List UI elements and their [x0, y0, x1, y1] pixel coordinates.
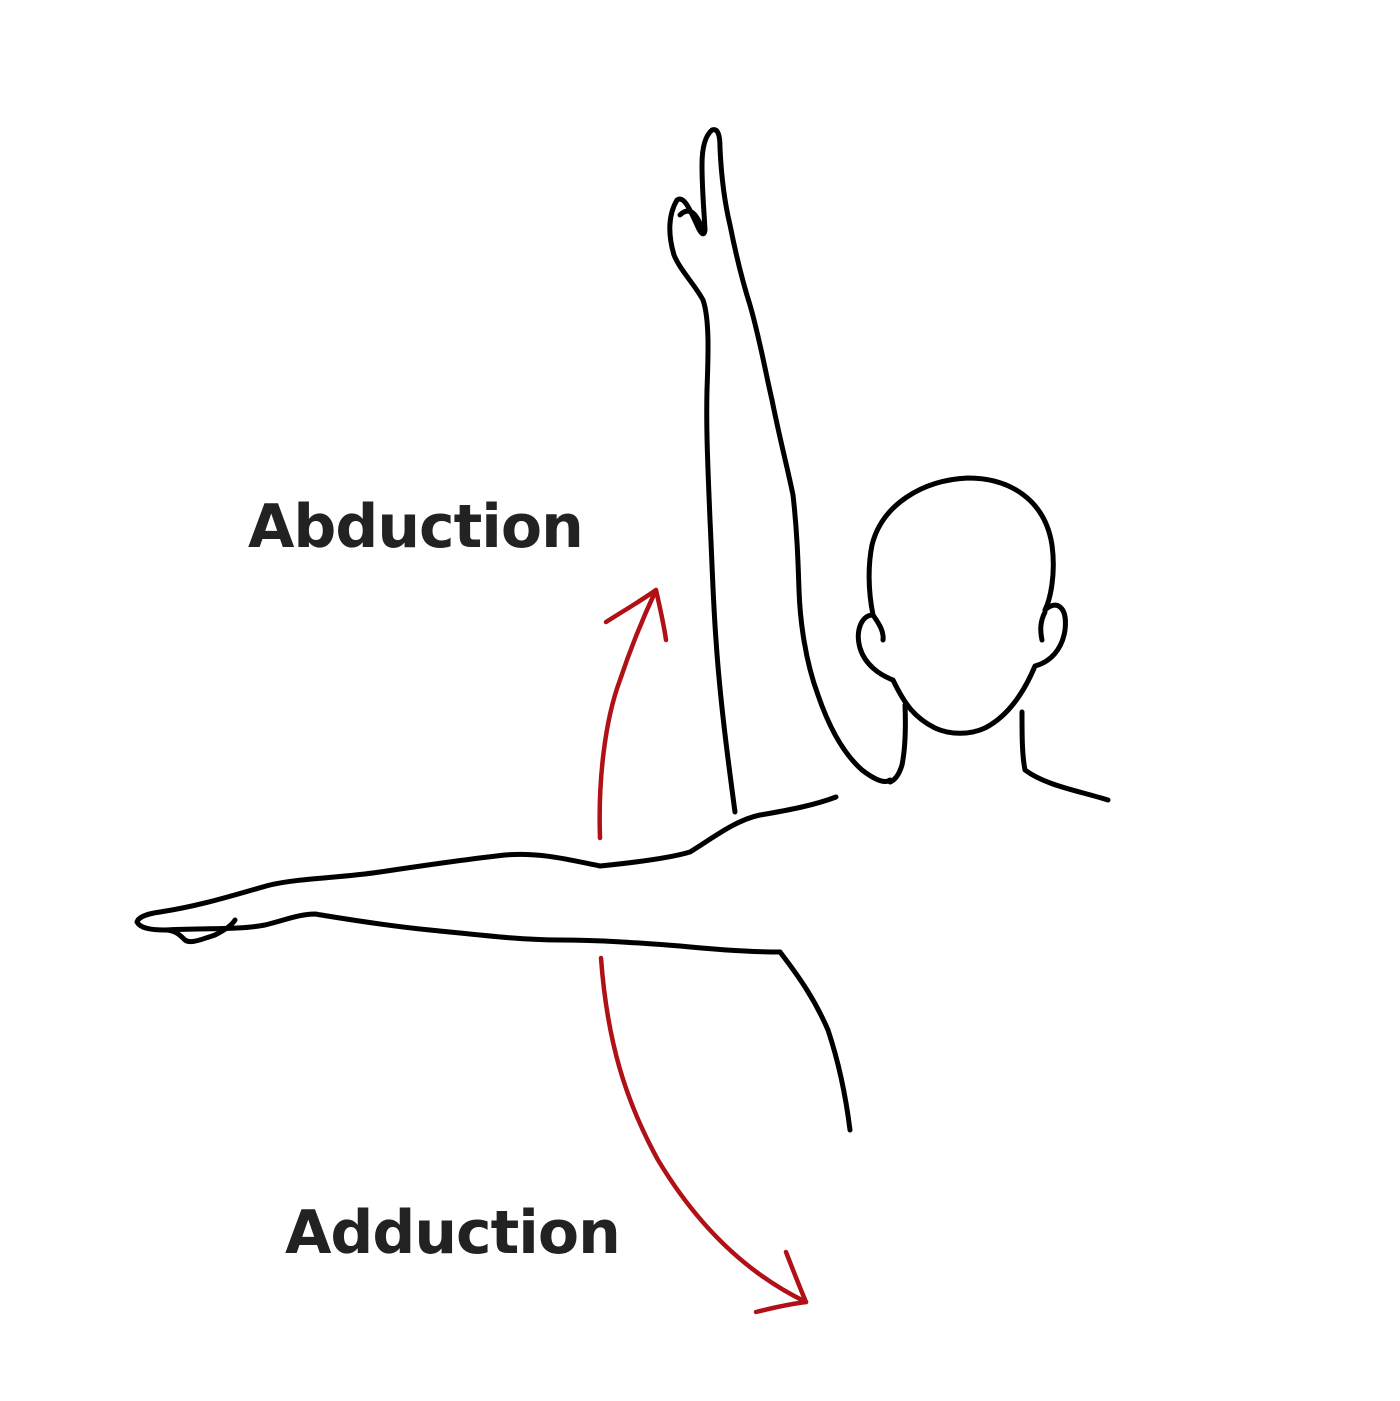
horizontal-arm: [134, 794, 839, 955]
right-ear-detail: [1038, 609, 1048, 643]
abduction-arrow: [597, 587, 669, 841]
raised-arm-outer-contour: [667, 127, 893, 815]
head: [855, 475, 1068, 736]
neck-right-shoulder: [1019, 709, 1111, 803]
abduction-arrow-shaft: [597, 587, 659, 841]
horizontal-arm-lower-contour: [162, 911, 783, 955]
left-side-of-torso: [777, 949, 853, 1133]
left-ear-detail: [870, 612, 886, 643]
adduction-arrowhead: [753, 1249, 809, 1315]
abduction-label: Abduction: [248, 492, 584, 562]
abduction-arrowhead: [603, 587, 669, 643]
adduction-arrow: [598, 955, 809, 1315]
horizontal-arm-upper-contour: [134, 794, 839, 945]
torso: [777, 702, 1111, 1133]
raised-hand-thumb: [677, 208, 706, 235]
head-outline: [855, 475, 1068, 736]
adduction-arrow-shaft: [598, 955, 809, 1305]
neck-left: [887, 702, 908, 785]
adduction-label: Adduction: [285, 1198, 621, 1268]
raised-arm: [667, 127, 893, 815]
